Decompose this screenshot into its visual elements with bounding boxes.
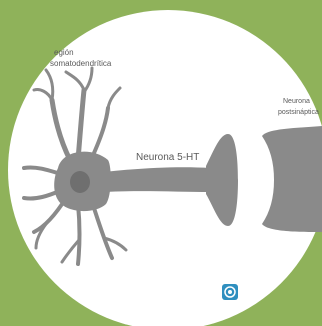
label-somatodendritic-line2: somatodendrítica: [50, 59, 112, 68]
label-neuron-name: Neurona 5-HT: [136, 152, 199, 163]
label-postsynaptic-line1: Neurona: [283, 98, 310, 105]
circular-logo-icon: [222, 284, 238, 300]
axon: [104, 167, 210, 192]
label-somatodendritic-line1: egión: [54, 48, 74, 57]
label-postsynaptic-line2: postsináptica: [278, 109, 319, 116]
dendrite-lower-mid: [78, 204, 80, 264]
soma-nucleus: [70, 171, 90, 193]
